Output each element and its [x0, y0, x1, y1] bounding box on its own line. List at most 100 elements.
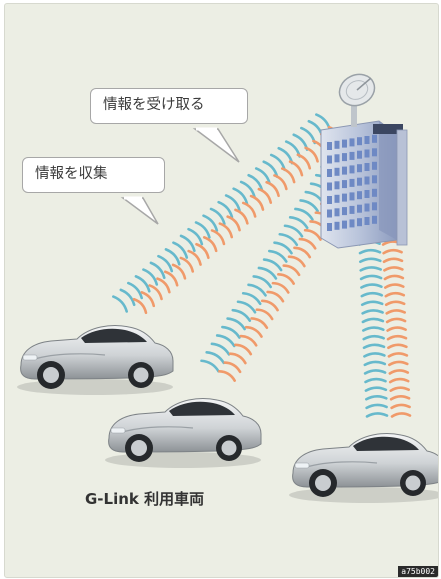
- wave-receive: [202, 236, 218, 253]
- wave-send: [360, 300, 384, 307]
- building-window: [364, 149, 370, 158]
- building-window: [364, 163, 370, 171]
- building-window: [349, 151, 355, 160]
- wave-receive: [241, 201, 257, 218]
- callout-tails: [120, 127, 240, 225]
- wave-receive: [255, 308, 274, 321]
- wave-send: [179, 234, 196, 253]
- wave-send: [112, 295, 128, 313]
- wave-send: [209, 207, 226, 226]
- building-window: [357, 137, 362, 146]
- wave-send: [299, 199, 319, 213]
- wave-receive: [228, 352, 247, 365]
- building-window: [372, 175, 377, 184]
- building-window: [364, 203, 370, 212]
- wave-receive: [132, 297, 148, 315]
- wave-send: [362, 334, 385, 341]
- building-window: [364, 217, 370, 225]
- wave-send: [194, 221, 211, 239]
- building-window: [334, 208, 340, 217]
- wave-receive: [271, 281, 290, 294]
- building-window: [327, 209, 332, 218]
- building-window: [372, 148, 377, 157]
- wave-send: [149, 261, 166, 280]
- wave-send: [221, 325, 241, 339]
- wave-send: [142, 268, 159, 286]
- wave-receive: [298, 237, 317, 250]
- building-window: [342, 220, 347, 229]
- wave-send: [236, 300, 257, 314]
- wave-receive: [387, 352, 409, 358]
- wave-send: [202, 214, 219, 232]
- wave-receive: [265, 180, 280, 198]
- wave-receive: [148, 284, 163, 301]
- wave-receive: [260, 299, 279, 312]
- wave-receive: [282, 264, 301, 277]
- wave-send: [164, 248, 181, 266]
- building-window: [364, 136, 370, 144]
- wave-receive: [140, 291, 156, 308]
- diagram-frame: 情報を受け取る 情報を収集 G-Link 利用車両 a75b002: [4, 3, 439, 578]
- wave-send: [262, 258, 283, 272]
- building-window: [372, 202, 377, 211]
- wave-receive: [156, 277, 171, 294]
- building-window: [327, 223, 332, 231]
- wave-send: [267, 249, 288, 263]
- wave-send: [134, 275, 151, 293]
- wave-send: [205, 351, 226, 365]
- wave-receive: [288, 160, 304, 177]
- wave-send: [200, 359, 220, 373]
- wave-receive: [385, 309, 406, 315]
- wave-send: [172, 241, 189, 259]
- diagram-canvas: [16, 73, 438, 504]
- building-window: [349, 178, 355, 187]
- wave-send: [252, 275, 273, 289]
- wave-receive: [388, 377, 410, 384]
- wave-send: [365, 412, 389, 418]
- vehicle-left: [16, 324, 174, 396]
- callout-collect-info: 情報を収集: [22, 157, 165, 193]
- wave-receive: [386, 326, 407, 332]
- wave-receive: [388, 369, 410, 375]
- wave-receive: [385, 317, 407, 324]
- building-window: [349, 219, 355, 228]
- building-window: [334, 167, 340, 176]
- wave-send: [359, 257, 382, 264]
- wave-receive: [287, 255, 306, 268]
- wave-receive: [179, 256, 195, 273]
- building-window: [357, 164, 362, 173]
- wave-receive: [383, 266, 404, 272]
- wave-receive: [388, 360, 409, 367]
- wave-receive: [277, 273, 295, 285]
- wave-send: [363, 352, 386, 358]
- building-window: [342, 180, 347, 189]
- wave-send: [364, 377, 387, 384]
- wave-send: [257, 266, 278, 280]
- wave-send: [363, 360, 387, 367]
- building-window: [357, 150, 362, 159]
- wave-receive: [244, 325, 263, 338]
- building-window: [357, 177, 362, 186]
- wave-receive: [223, 361, 242, 374]
- wave-receive: [257, 187, 273, 204]
- wave-receive: [387, 343, 408, 350]
- wave-receive: [226, 215, 241, 232]
- building-window: [349, 192, 355, 201]
- wave-send: [361, 309, 384, 315]
- wave-send: [241, 291, 262, 306]
- info-center-building: [320, 120, 408, 249]
- building-window: [342, 139, 347, 148]
- wave-send: [361, 317, 385, 324]
- wave-send: [254, 167, 271, 185]
- vehicle-right: [288, 432, 438, 504]
- building-window: [357, 218, 362, 227]
- building-window: [327, 155, 332, 164]
- wave-receive: [389, 395, 411, 401]
- wave-receive: [210, 229, 226, 246]
- wave-receive: [273, 174, 288, 191]
- wave-receive: [266, 290, 285, 303]
- wave-receive: [187, 249, 202, 266]
- wave-send: [278, 232, 299, 247]
- building-window: [334, 194, 340, 203]
- wave-receive: [382, 248, 403, 255]
